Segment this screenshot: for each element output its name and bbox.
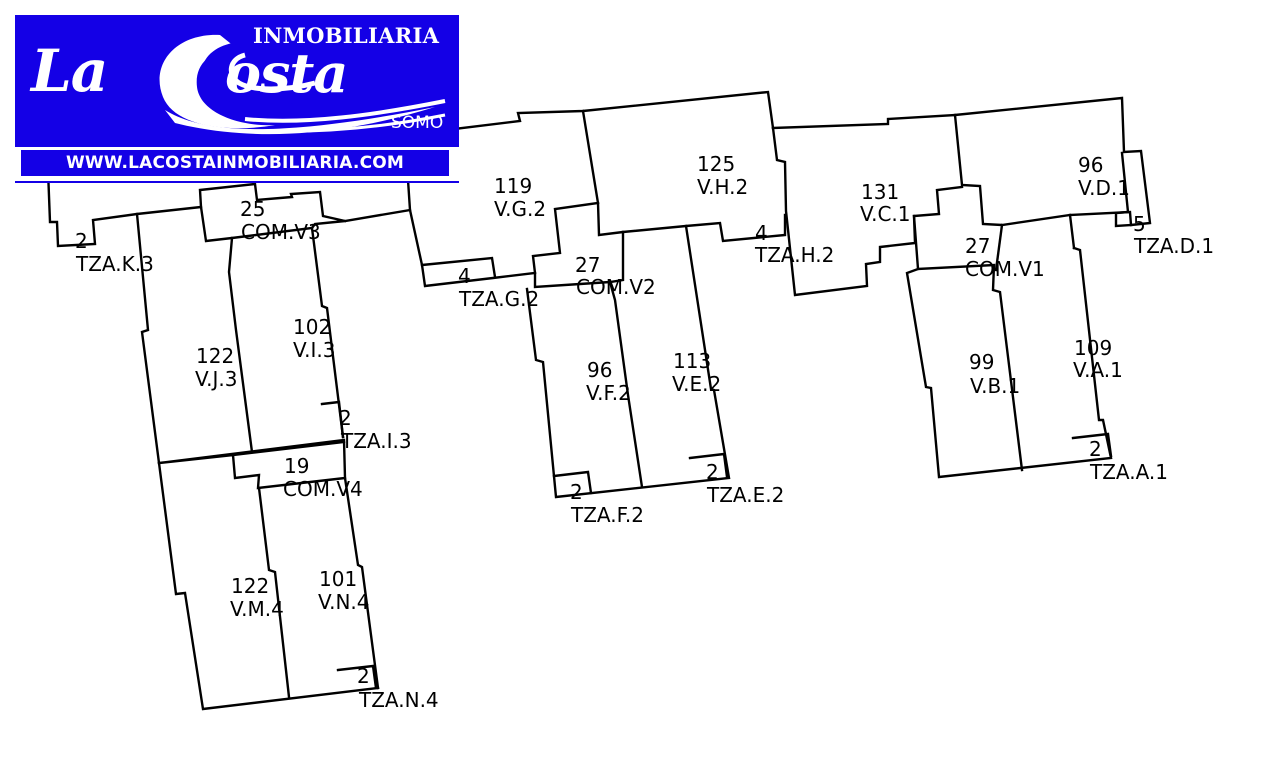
wall-vd1	[953, 96, 1152, 227]
wall-tza-g2	[420, 256, 497, 279]
unit-code: V.N.4	[318, 590, 370, 614]
unit-area: 102	[293, 315, 331, 339]
unit-area: 4	[458, 264, 471, 288]
unit-code: TZA.D.1	[1133, 234, 1214, 258]
unit-area: 109	[1074, 336, 1112, 360]
unit-code: V.F.2	[586, 381, 631, 405]
unit-code: TZA.G.2	[458, 287, 539, 311]
unit-area: 27	[575, 253, 600, 277]
unit-area: 19	[284, 454, 309, 478]
unit-code: V.M.4	[230, 597, 284, 621]
wall-vf2-ve2-div	[608, 280, 644, 489]
unit-area: 119	[494, 174, 532, 198]
unit-area: 2	[357, 664, 370, 688]
unit-area: 2	[75, 229, 88, 253]
unit-code: V.I.3	[293, 338, 335, 362]
wall-vj3-outer	[135, 212, 161, 465]
unit-code: V.A.1	[1073, 358, 1123, 382]
unit-code: V.G.2	[494, 197, 546, 221]
company-logo: INMOBILIARIA La osta SOMO WWW.LACOSTAINM…	[15, 15, 459, 183]
unit-area: 25	[240, 197, 265, 221]
wave-c-logo-mark	[159, 34, 446, 135]
wall-tza-d1	[1114, 151, 1133, 228]
wall-vb1-outer	[905, 246, 1113, 479]
unit-code: TZA.N.4	[358, 688, 439, 712]
unit-area: 2	[339, 406, 352, 430]
unit-code: TZA.A.1	[1089, 460, 1168, 484]
wall-vh2-bottom	[596, 201, 787, 243]
unit-code: V.D.1	[1078, 176, 1130, 200]
wall-com-v1	[912, 214, 1024, 472]
unit-area: 2	[570, 480, 583, 504]
unit-area: 96	[1078, 153, 1103, 177]
wall-vm4-outer	[157, 461, 380, 711]
website-banner: WWW.LACOSTAINMOBILIARIA.COM	[15, 147, 459, 181]
wall-tza-f2	[552, 470, 593, 495]
unit-area: 5	[1133, 212, 1146, 236]
unit-code: COM.V4	[283, 477, 363, 501]
unit-area: 99	[969, 350, 994, 374]
unit-area: 131	[861, 180, 899, 204]
unit-code: V.C.1	[860, 202, 911, 226]
wall-tza-a1	[1071, 432, 1113, 458]
unit-code: V.H.2	[697, 175, 748, 199]
wall-com-v4	[231, 440, 346, 457]
unit-area: 2	[1089, 437, 1102, 461]
unit-area: 4	[755, 221, 768, 245]
wall-com-v2	[533, 230, 625, 289]
unit-code: COM.V2	[576, 275, 656, 299]
unit-code: TZA.H.2	[754, 243, 834, 267]
unit-code: V.B.1	[970, 374, 1020, 398]
wall-tza-i3	[320, 400, 345, 439]
wall-tza-e2	[688, 452, 729, 479]
wall-vc1	[771, 113, 1076, 250]
wall-tza-n4	[336, 664, 378, 690]
wall-com-v3	[198, 182, 347, 223]
unit-area: 101	[319, 567, 357, 591]
unit-area: 96	[587, 358, 612, 382]
unit-code: V.J.3	[195, 367, 237, 391]
unit-code: TZA.F.2	[570, 503, 644, 527]
unit-area: 122	[196, 344, 234, 368]
unit-area: 113	[673, 349, 711, 373]
wall-vn4-outer	[343, 476, 380, 690]
wall-mid-band	[157, 438, 347, 490]
unit-area: 2	[706, 460, 719, 484]
brand-la: La	[31, 37, 108, 105]
unit-code: COM.V1	[965, 257, 1045, 281]
wall-vi3-outer	[310, 226, 345, 439]
unit-area: 125	[697, 152, 735, 176]
unit-code: TZA.I.3	[340, 429, 412, 453]
unit-area: 122	[231, 574, 269, 598]
brand-somo: SOMO	[391, 113, 444, 133]
wall-vj3-vi3-div	[227, 236, 254, 454]
unit-code: V.E.2	[672, 372, 721, 396]
unit-code: COM.V3	[241, 220, 321, 244]
wall-vg2	[408, 109, 600, 288]
website-url[interactable]: WWW.LACOSTAINMOBILIARIA.COM	[21, 150, 449, 176]
unit-code: TZA.K.3	[75, 252, 154, 276]
wall-vb1-va1-div	[994, 223, 1004, 272]
brand-costa: osta	[225, 41, 348, 105]
unit-code: TZA.E.2	[706, 483, 784, 507]
wall-vm4-vn4-div	[257, 486, 291, 699]
brand-inmobiliaria: INMOBILIARIA	[253, 23, 440, 48]
unit-area: 27	[965, 234, 990, 258]
wall-vc1-outer	[771, 126, 964, 297]
